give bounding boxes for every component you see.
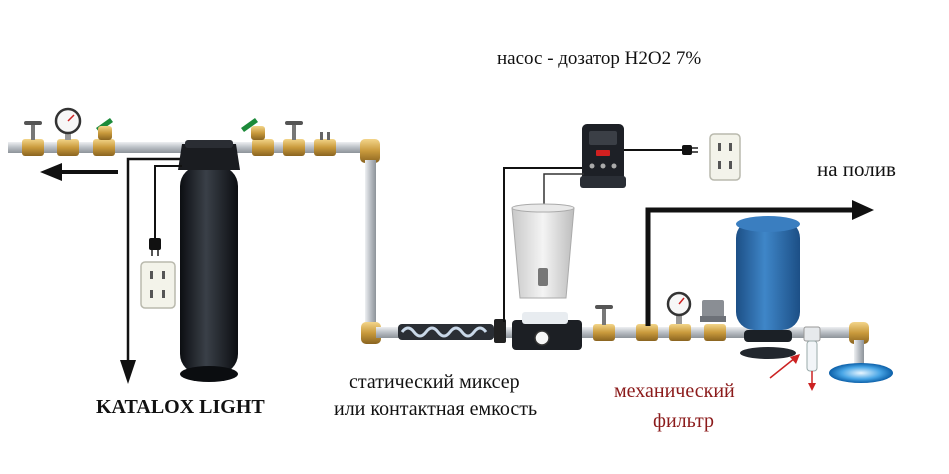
top-elbow: [360, 139, 380, 163]
gate-valve-icon: [24, 121, 42, 140]
filter-label-line1: механический: [614, 380, 735, 402]
bottom-main-pipe: [376, 327, 866, 338]
katalox-filter-tank: [178, 140, 240, 382]
mixer-label-line1: статический миксер: [349, 371, 520, 393]
ball-valve-icon: [241, 118, 265, 140]
vertical-pipe-down: [365, 160, 376, 330]
pressure-gauge-icon: [54, 107, 82, 140]
pump-label: насос - дозатор H2O2 7%: [497, 48, 702, 69]
power-plug-icon: [682, 145, 698, 155]
top-fittings: [22, 139, 336, 156]
tank-cable: [154, 165, 182, 240]
water-bowl: [829, 363, 893, 383]
irrigation-label: на полив: [817, 157, 896, 181]
dosing-pump: [580, 124, 626, 188]
filter-label-line2: фильтр: [653, 410, 714, 432]
drain-line: [126, 157, 185, 362]
irrigation-line: [645, 207, 858, 326]
power-outlet-icon: [709, 133, 741, 181]
pressure-switch-controller: [512, 312, 582, 350]
mixer-label-line2: или контактная емкость: [334, 398, 538, 420]
pressure-tank: [736, 216, 800, 359]
pressure-gauge-icon: [666, 291, 692, 324]
flow-arrow-left: [40, 163, 118, 181]
filter-pointer-arrow: [769, 357, 796, 379]
static-mixer: [398, 324, 494, 340]
injector-fitting: [494, 319, 506, 343]
dosing-injection-tube: [503, 167, 582, 322]
gate-valve-icon: [285, 121, 303, 140]
gate-valve-icon: [595, 305, 613, 325]
power-plug-icon: [149, 238, 161, 256]
chemical-container: [511, 203, 575, 299]
outlet-pipe-down: [854, 340, 864, 368]
drain-arrow: [120, 360, 136, 384]
mechanical-filter: [803, 326, 821, 391]
check-valve-icon: [320, 132, 330, 140]
pressure-switch-icon: [700, 300, 726, 322]
irrigation-arrow: [852, 200, 874, 220]
ball-valve-icon: [96, 118, 113, 140]
katalox-label: KATALOX LIGHT: [96, 396, 265, 418]
power-outlet-icon: [140, 261, 176, 309]
